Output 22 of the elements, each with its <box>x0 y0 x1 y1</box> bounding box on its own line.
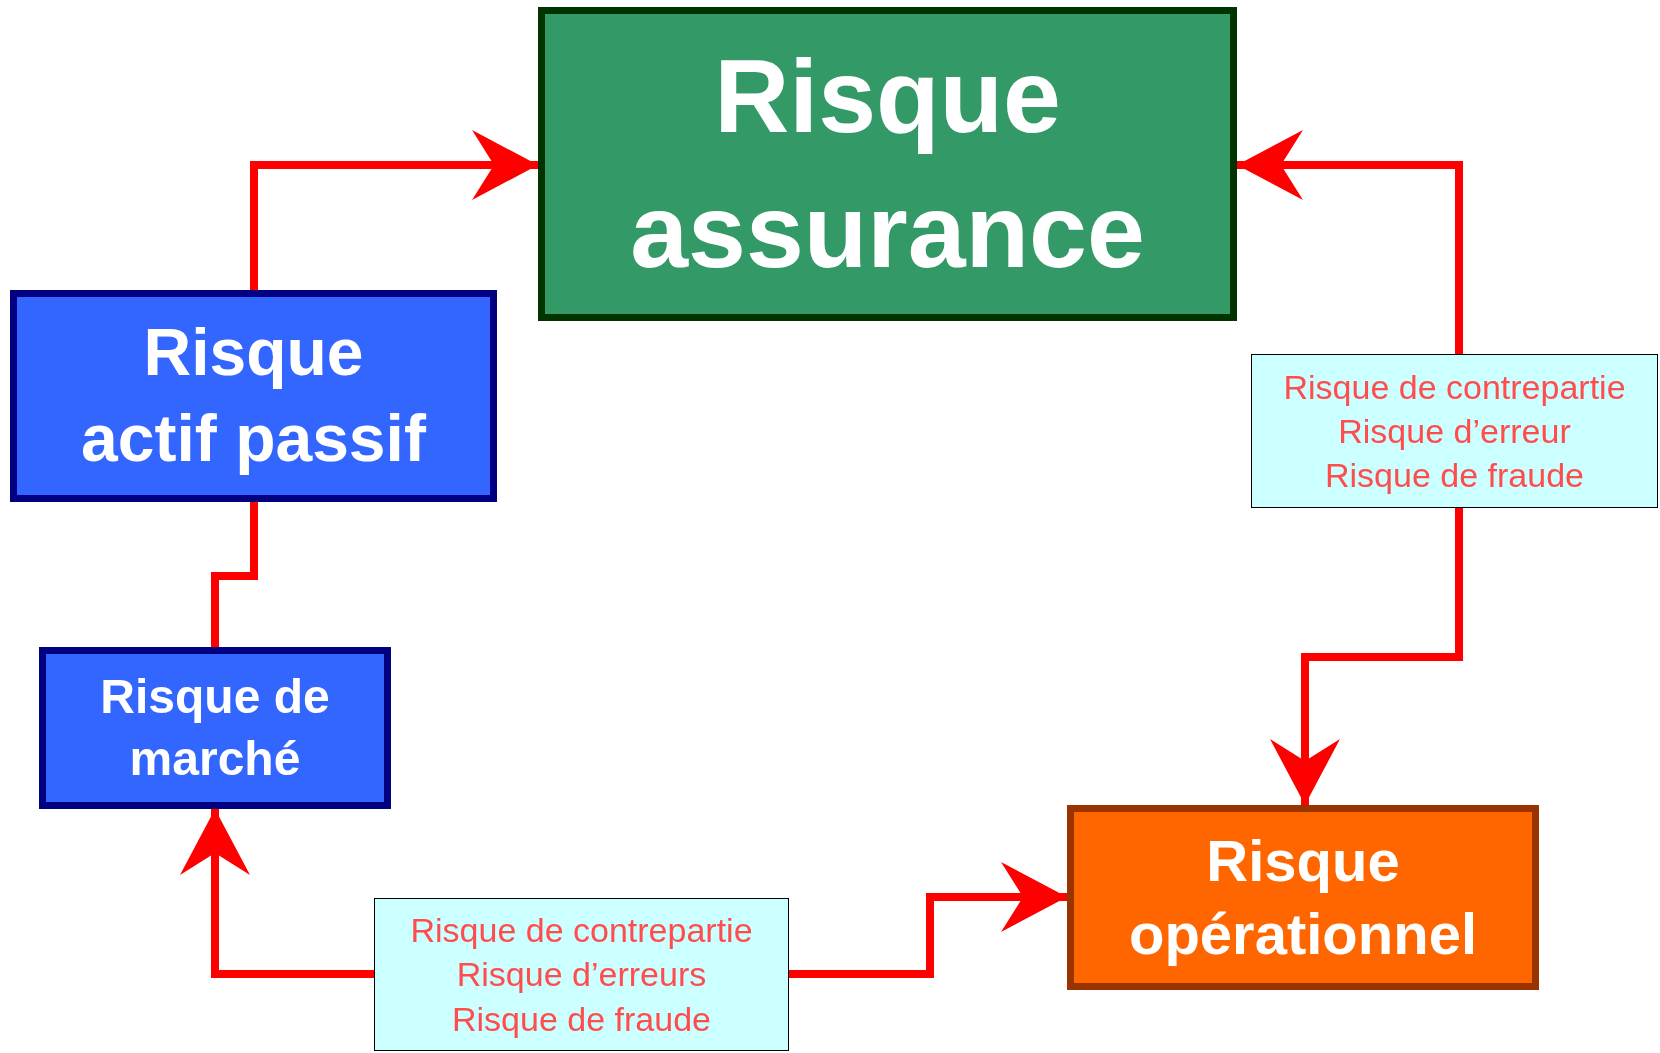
box-label: Risque de fraude <box>1325 455 1584 497</box>
note-box <box>374 898 789 1051</box>
risk-box <box>39 647 391 809</box>
box-label: Risque d’erreurs <box>456 954 707 996</box>
box-label: Risque actif passif <box>80 314 427 477</box>
risk-box <box>1067 805 1539 990</box>
box-label: Risque de contrepartie <box>1283 366 1626 408</box>
arrow <box>789 862 1067 978</box>
box-label: Risque assurance <box>629 36 1146 291</box>
arrow <box>1270 508 1463 805</box>
note-box <box>1251 354 1658 508</box>
box-label: Risque de contrepartie <box>410 910 753 952</box>
box-label: Risque opérationnel <box>1128 827 1478 968</box>
box-label: Risque d’erreur <box>1338 410 1571 452</box>
box-label: Risque de marché <box>99 668 331 787</box>
connector-line <box>211 502 258 647</box>
arrow <box>1237 130 1463 354</box>
risk-box <box>10 290 497 502</box>
risk-box <box>538 7 1237 321</box>
box-label: Risque de fraude <box>452 998 711 1040</box>
arrow <box>250 130 538 290</box>
arrow <box>180 809 374 978</box>
